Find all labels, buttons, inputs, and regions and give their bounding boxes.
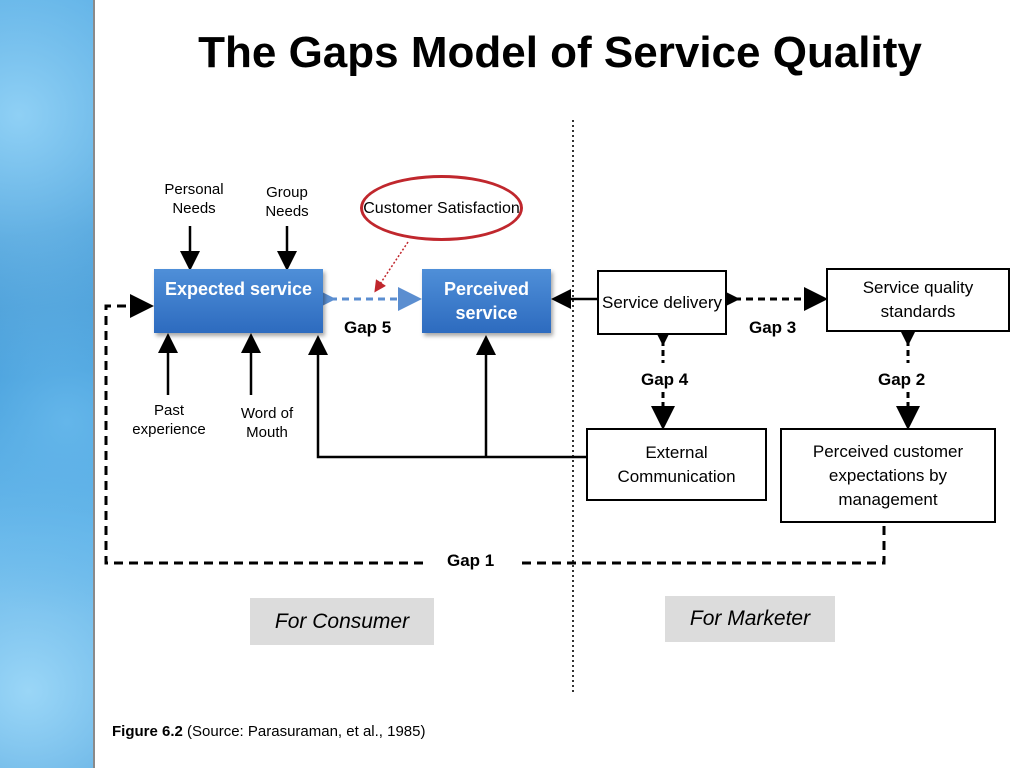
figure-caption: Figure 6.2 (Source: Parasuraman, et al.,… (112, 723, 426, 740)
gap-2-label: Gap 2 (878, 370, 926, 389)
external-communication-box: External Communication (586, 428, 767, 501)
perceived-service-box: Perceived service (422, 269, 551, 333)
marketer-region-label: For Marketer (665, 596, 835, 642)
service-standards-box: Service quality standards (826, 268, 1010, 332)
consumer-region-label: For Consumer (250, 598, 434, 645)
input-past-experience: Past experience (132, 402, 206, 438)
figure-number: Figure 6.2 (112, 723, 183, 740)
expected-service-box: Expected service (154, 269, 323, 333)
input-personal-needs: Personal Needs (164, 181, 224, 217)
gap-1-label: Gap 1 (447, 551, 495, 570)
input-group-needs: Group Needs (265, 184, 309, 220)
management-perception-box: Perceived customer expectations by manag… (780, 428, 996, 523)
decorative-sidebar (0, 0, 95, 768)
gap-3-label: Gap 3 (749, 318, 797, 337)
customer-satisfaction-ellipse: Customer Satisfaction (360, 175, 523, 241)
input-word-of-mouth: Word of Mouth (240, 405, 294, 441)
page-title: The Gaps Model of Service Quality (198, 28, 922, 77)
gap-5-label: Gap 5 (344, 318, 392, 337)
service-delivery-box: Service delivery (597, 270, 727, 335)
gap-4-label: Gap 4 (641, 370, 689, 389)
figure-source: (Source: Parasuraman, et al., 1985) (187, 723, 426, 740)
